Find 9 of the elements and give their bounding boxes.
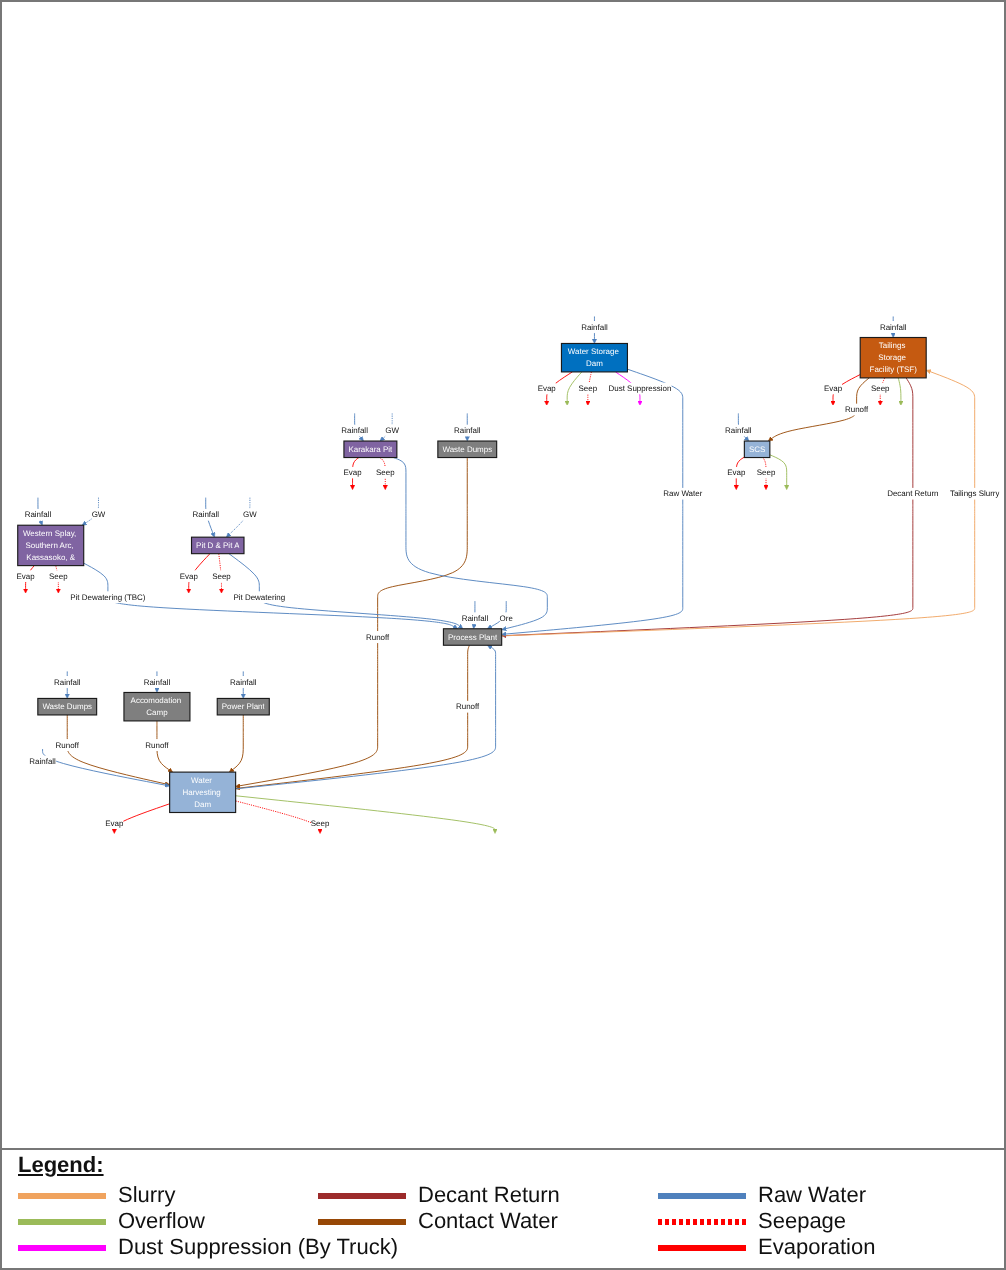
legend-label: Overflow [118, 1210, 205, 1234]
legend-label: Evaporation [758, 1236, 876, 1260]
legend-label: Seepage [758, 1210, 847, 1234]
legend-label: Dust Suppression (By Truck) [118, 1236, 398, 1260]
legend-label: Raw Water [758, 1184, 866, 1208]
legend-heading: Legend: [18, 1154, 104, 1178]
legend-label: Contact Water [418, 1210, 558, 1234]
legend-label: Decant Return [418, 1184, 560, 1208]
legend-label: Slurry [118, 1184, 176, 1208]
